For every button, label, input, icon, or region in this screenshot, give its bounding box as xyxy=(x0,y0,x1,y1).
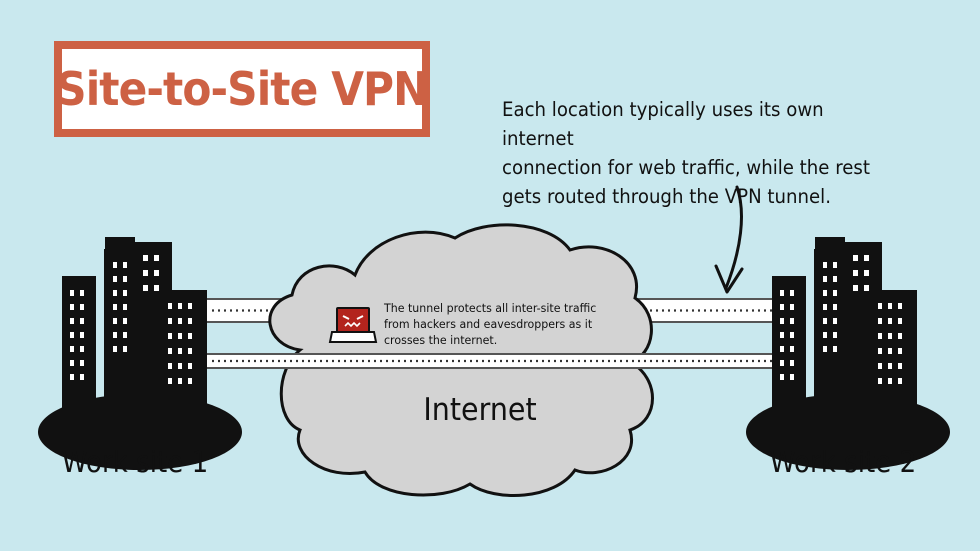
annotation-line: connection for web traffic, while the re… xyxy=(502,156,870,179)
upper-connection-cloud-gap xyxy=(300,300,620,321)
angry-laptop-icon xyxy=(328,307,378,343)
annotation-line: Each location typically uses its own int… xyxy=(502,98,824,150)
office-buildings-icon xyxy=(746,237,950,470)
page-title: Site-to-Site VPN xyxy=(56,62,428,116)
tunnel-note-line: The tunnel protects all inter-site traff… xyxy=(384,301,597,315)
tunnel-note: The tunnel protects all inter-site traff… xyxy=(384,300,626,348)
routing-annotation: Each location typically uses its own int… xyxy=(502,95,893,211)
hand-drawn-arrow-icon xyxy=(714,185,744,294)
internet-label: Internet xyxy=(423,392,537,428)
work-site-2-label: Work site 2 xyxy=(769,445,917,479)
office-buildings-icon xyxy=(38,237,242,470)
vpn-tunnel xyxy=(204,353,781,369)
annotation-line: gets routed through the VPN tunnel. xyxy=(502,185,831,208)
title-box: Site-to-Site VPN xyxy=(54,41,430,137)
tunnel-note-line: crosses the internet. xyxy=(384,333,498,347)
tunnel-note-line: from hackers and eavesdroppers as it xyxy=(384,317,593,331)
work-site-1-label: Work site 1 xyxy=(61,445,209,479)
